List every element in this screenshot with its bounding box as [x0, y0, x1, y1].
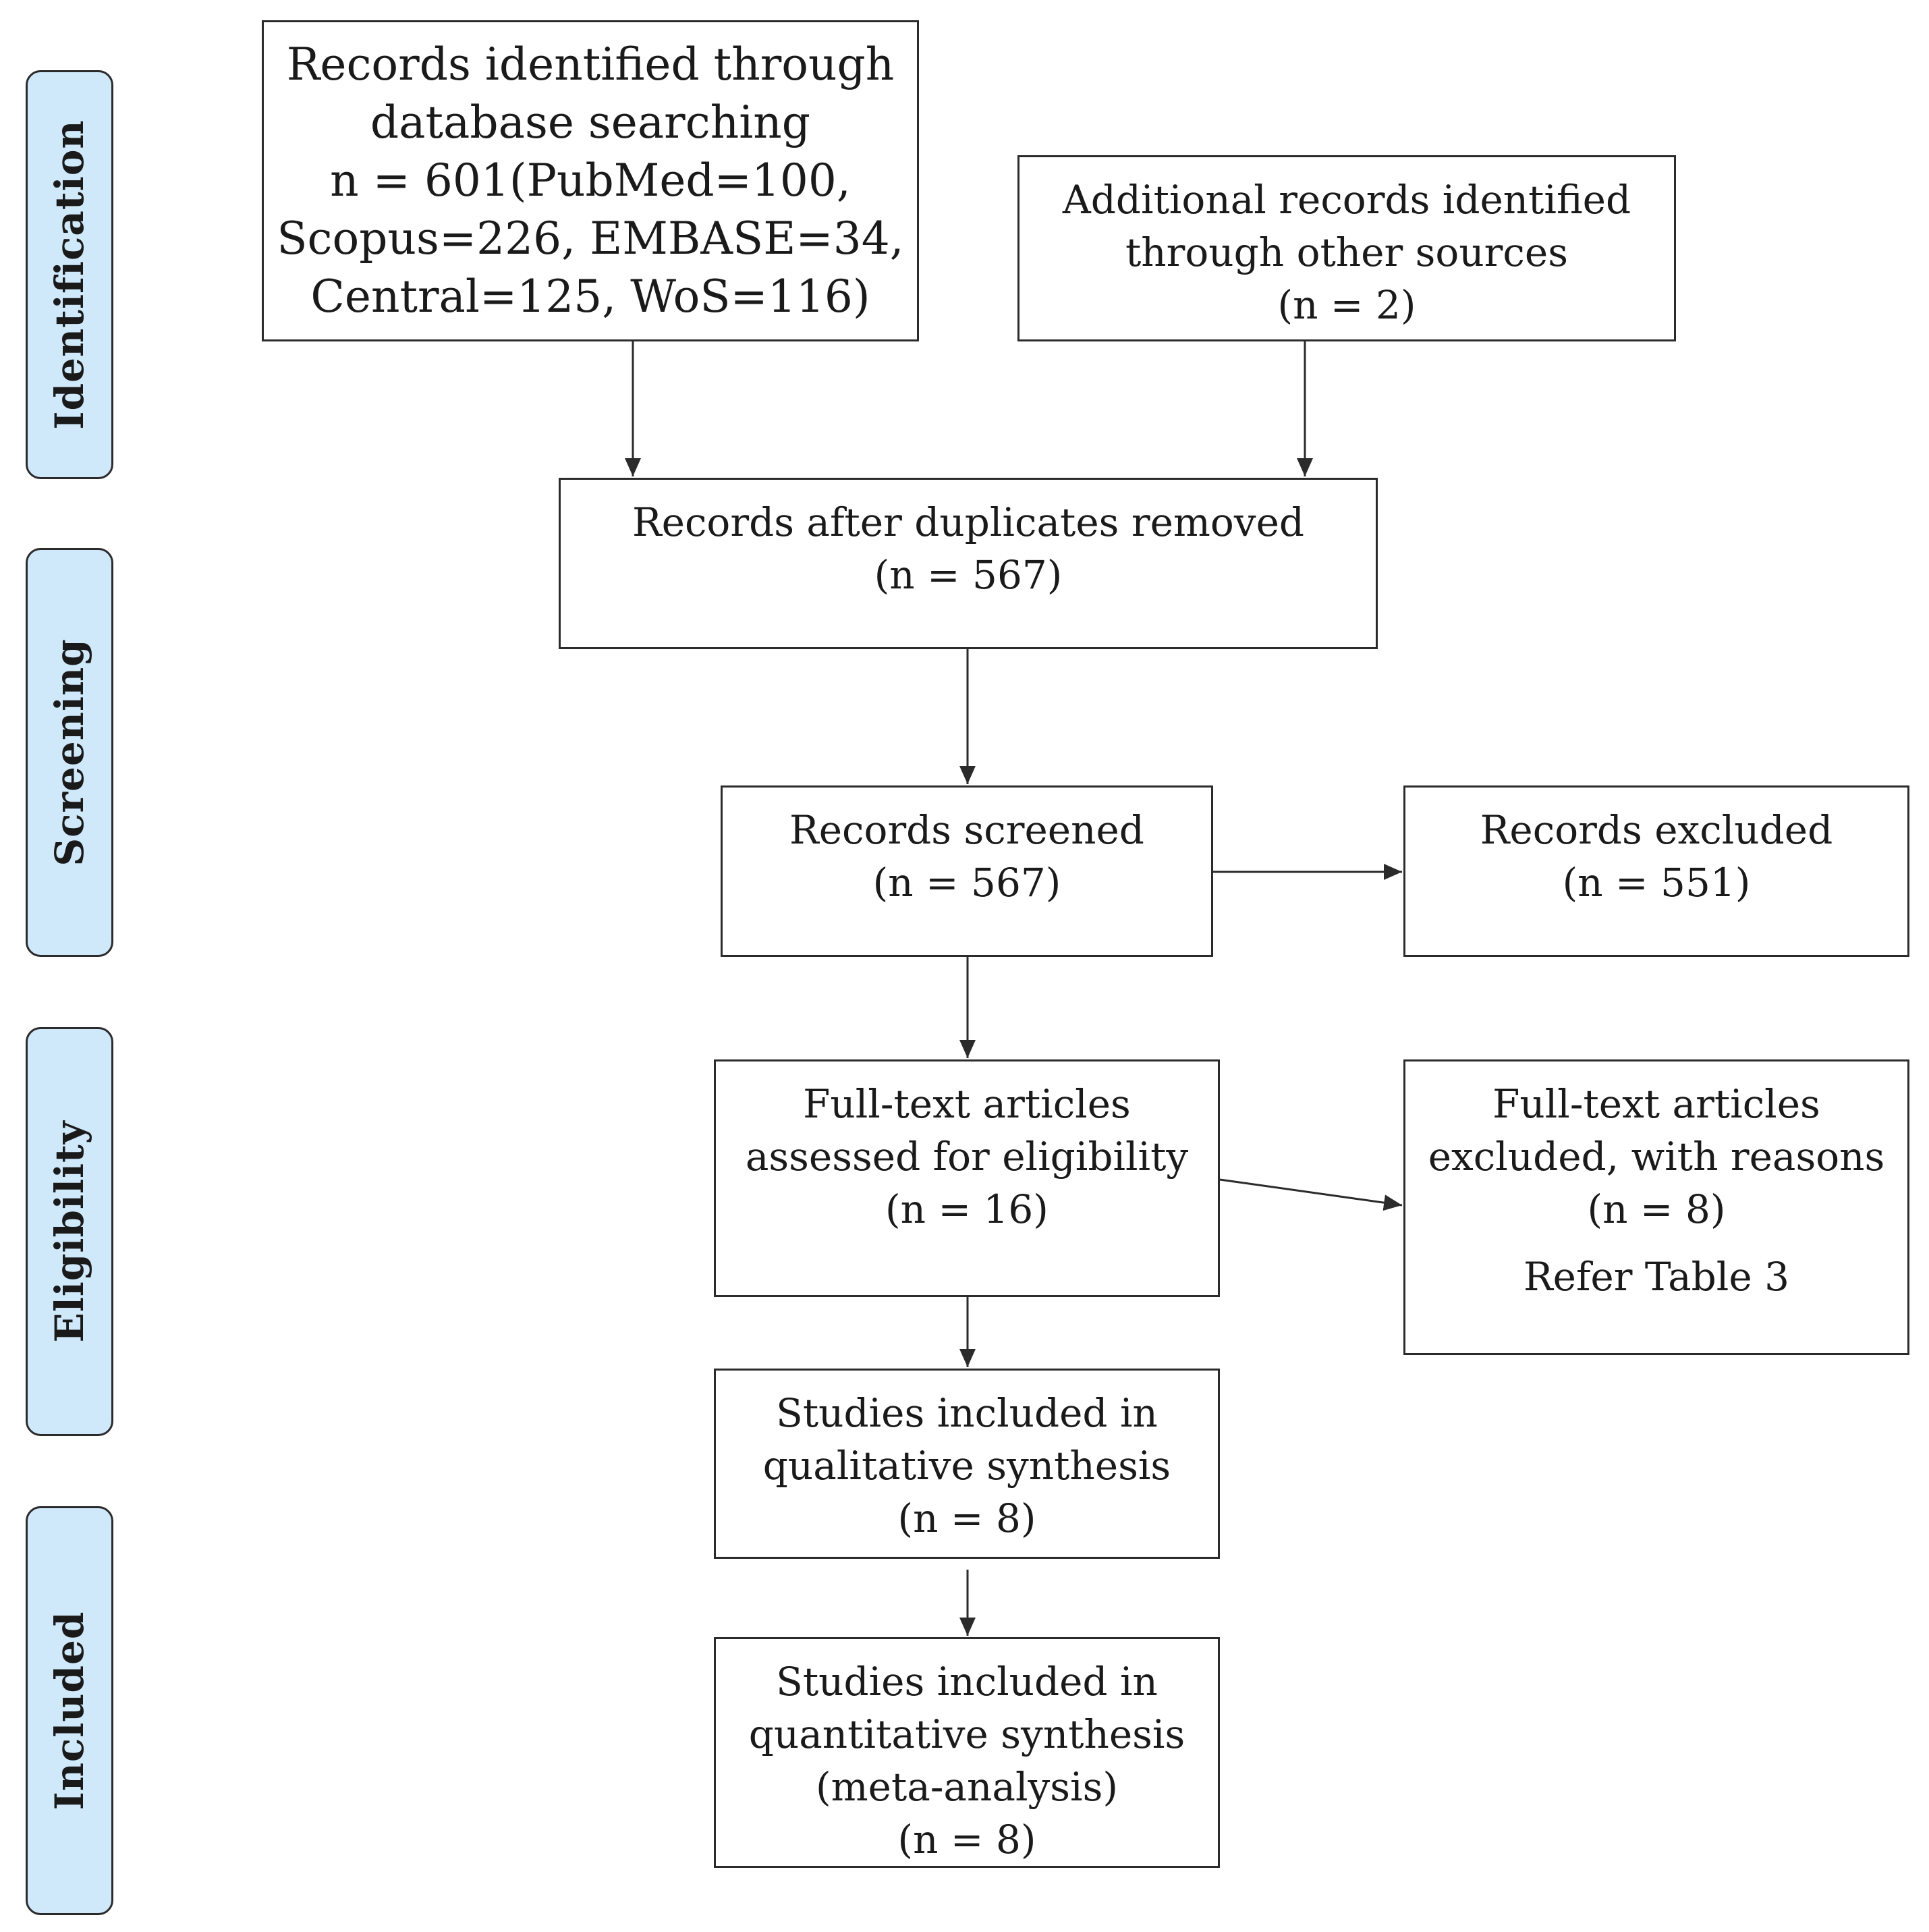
database-search-line-1: Records identified through — [286, 38, 895, 90]
qualitative-synthesis-box: Studies included in qualitative synthesi… — [714, 1369, 1220, 1559]
fulltext-excluded-line-2: excluded, with reasons — [1428, 1134, 1885, 1180]
records-screened-line-1: Records screened — [789, 807, 1144, 853]
other-sources-box: Additional records identified through ot… — [1017, 155, 1676, 341]
quantitative-line-2: quantitative synthesis — [748, 1711, 1185, 1757]
duplicates-removed-line-2: (n = 567) — [874, 552, 1063, 598]
fulltext-excluded-line-3: (n = 8) — [1587, 1186, 1726, 1232]
stage-screening: Screening — [26, 548, 113, 957]
quantitative-line-4: (n = 8) — [897, 1817, 1036, 1862]
stage-screening-label: Screening — [47, 638, 92, 866]
quantitative-line-3: (meta-analysis) — [816, 1764, 1118, 1810]
fulltext-assessed-line-1: Full-text articles — [803, 1081, 1131, 1127]
records-screened-line-2: (n = 567) — [872, 860, 1061, 906]
fulltext-excluded-line-1: Full-text articles — [1492, 1081, 1820, 1127]
fulltext-excluded-box: Full-text articles excluded, with reason… — [1403, 1059, 1909, 1355]
records-excluded-box: Records excluded (n = 551) — [1403, 785, 1909, 957]
stage-identification: Identification — [26, 70, 113, 479]
stage-included-label: Included — [47, 1611, 92, 1811]
fulltext-assessed-line-3: (n = 16) — [885, 1186, 1049, 1232]
qualitative-line-1: Studies included in — [776, 1390, 1158, 1436]
stage-eligibility-label: Eligibility — [47, 1120, 92, 1343]
stage-included: Included — [26, 1506, 113, 1915]
records-excluded-line-2: (n = 551) — [1562, 860, 1751, 906]
stage-eligibility: Eligibility — [26, 1027, 113, 1436]
database-search-line-4: Scopus=226, EMBASE=34, — [277, 213, 904, 265]
quantitative-synthesis-box: Studies included in quantitative synthes… — [714, 1637, 1220, 1868]
database-search-line-3: n = 601(PubMed=100, — [330, 155, 851, 206]
records-excluded-line-1: Records excluded — [1480, 807, 1833, 853]
arrow-fulltext-to-excluded — [1219, 1178, 1403, 1211]
duplicates-removed-box: Records after duplicates removed (n = 56… — [559, 478, 1378, 649]
fulltext-excluded-note: Refer Table 3 — [1523, 1254, 1790, 1300]
stage-identification-label: Identification — [47, 119, 92, 430]
other-sources-line-1: Additional records identified — [1062, 177, 1631, 223]
quantitative-line-1: Studies included in — [776, 1659, 1158, 1705]
database-search-box: Records identified through database sear… — [262, 20, 919, 341]
qualitative-line-3: (n = 8) — [897, 1495, 1036, 1541]
duplicates-removed-line-1: Records after duplicates removed — [632, 499, 1305, 545]
fulltext-assessed-box: Full-text articles assessed for eligibil… — [714, 1059, 1220, 1297]
fulltext-assessed-line-2: assessed for eligibility — [745, 1134, 1189, 1180]
qualitative-line-2: qualitative synthesis — [762, 1443, 1171, 1489]
records-screened-box: Records screened (n = 567) — [721, 785, 1213, 957]
other-sources-line-3: (n = 2) — [1277, 282, 1416, 328]
database-search-line-2: database searching — [370, 96, 811, 148]
database-search-line-5: Central=125, WoS=116) — [310, 271, 870, 323]
other-sources-line-2: through other sources — [1125, 229, 1568, 275]
